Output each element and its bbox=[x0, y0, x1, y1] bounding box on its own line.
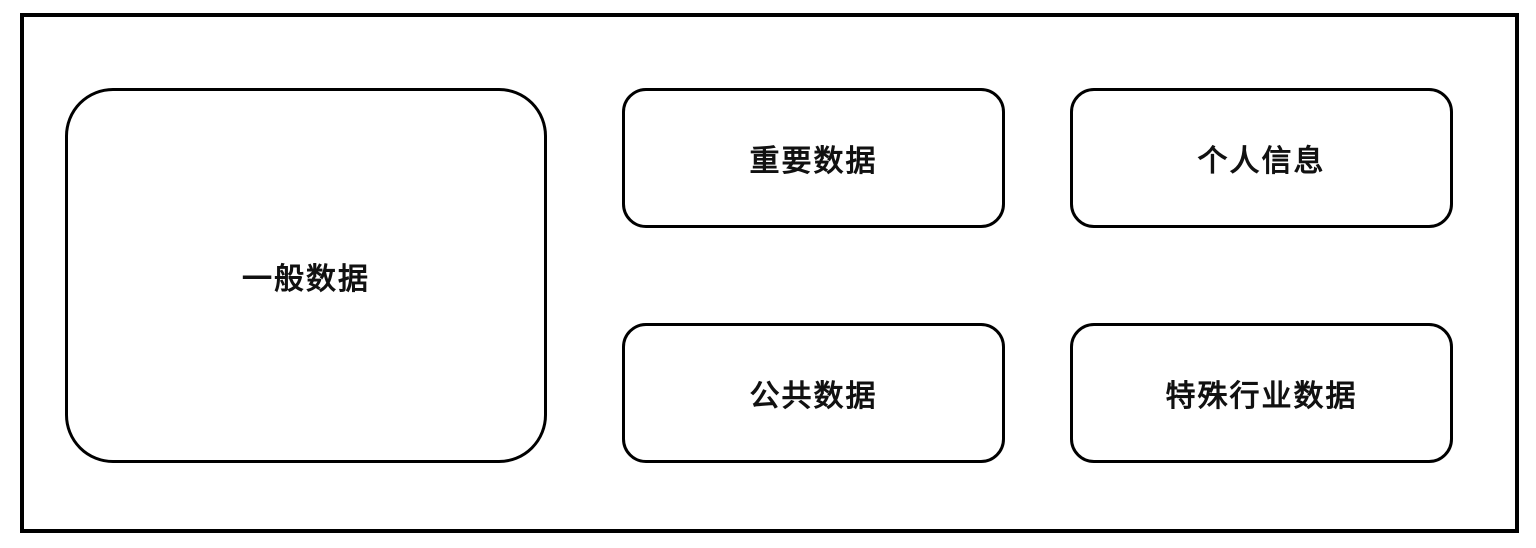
node-label: 公共数据 bbox=[749, 380, 878, 413]
node-personal-info: 个人信息 bbox=[1070, 88, 1453, 228]
node-label: 特殊行业数据 bbox=[1165, 380, 1358, 413]
node-special-industry-data: 特殊行业数据 bbox=[1070, 323, 1453, 463]
node-important-data: 重要数据 bbox=[622, 88, 1005, 228]
node-label: 重要数据 bbox=[749, 145, 878, 178]
node-public-data: 公共数据 bbox=[622, 323, 1005, 463]
node-general-data: 一般数据 bbox=[65, 88, 547, 463]
node-label: 个人信息 bbox=[1197, 145, 1326, 178]
node-label: 一般数据 bbox=[242, 262, 370, 296]
